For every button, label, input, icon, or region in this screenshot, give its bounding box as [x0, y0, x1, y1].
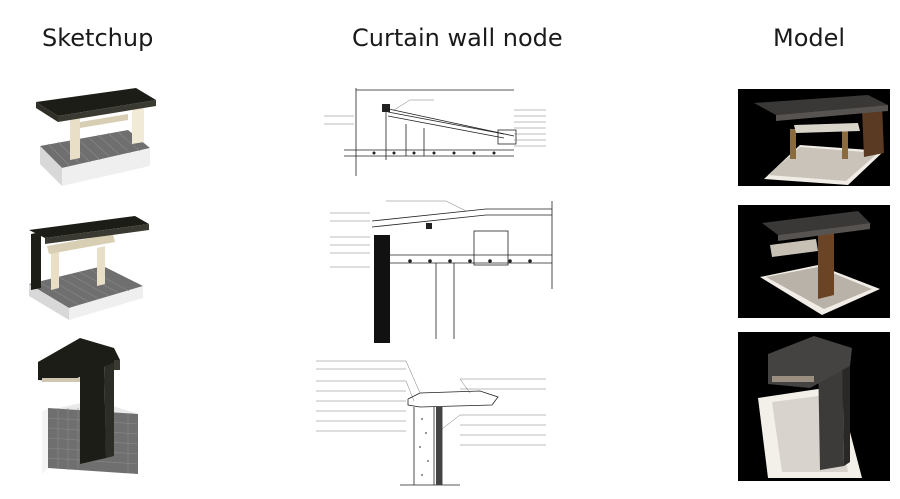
title-curtain-wall-node: Curtain wall node [352, 24, 563, 52]
curtain-wall-drawing-1 [314, 86, 562, 178]
model-photo-2 [738, 205, 890, 318]
model-photo-3 [738, 332, 890, 481]
title-model: Model [773, 24, 846, 52]
curtain-wall-drawing-2 [326, 193, 560, 343]
sketchup-render-2 [25, 214, 153, 322]
title-sketchup: Sketchup [42, 24, 154, 52]
model-photo-1 [738, 89, 890, 186]
sketchup-render-3 [38, 338, 142, 480]
sketchup-render-1 [28, 86, 162, 194]
curtain-wall-drawing-3 [310, 349, 566, 490]
